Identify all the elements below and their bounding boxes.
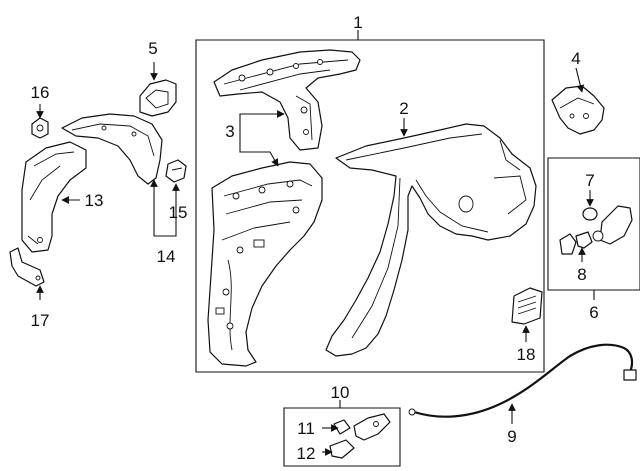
- nut-part: [31, 104, 49, 139]
- callout-12: 12: [297, 444, 316, 463]
- wheelhouse-inner-part: [207, 161, 323, 367]
- fuel-door-cap-part: [582, 190, 598, 221]
- callout-18: 18: [517, 345, 536, 364]
- callout-11: 11: [297, 419, 315, 438]
- callout-3-leaders: [239, 110, 285, 167]
- callout-16: 16: [31, 83, 50, 102]
- release-lever-part: [322, 439, 355, 459]
- clip-part: [165, 159, 187, 183]
- fuel-door-spring-part: [559, 231, 593, 262]
- fuel-housing-part: [139, 62, 177, 117]
- splash-liner-upper-part: [61, 113, 180, 237]
- callout-4: 4: [571, 49, 580, 68]
- bracket-part: [9, 247, 45, 300]
- callout-10: 10: [331, 383, 350, 402]
- callout-6: 6: [589, 303, 598, 322]
- quarter-panel-part: [325, 123, 537, 357]
- release-cable-part: [408, 343, 637, 424]
- callout-1: 1: [353, 13, 362, 32]
- callout-15: 15: [169, 203, 188, 222]
- wheel-liner-part: [21, 141, 87, 253]
- main-assembly-box: [195, 30, 545, 373]
- callout-14: 14: [157, 247, 176, 266]
- callout-13: 13: [85, 191, 104, 210]
- callout-3: 3: [225, 122, 234, 141]
- vent-part: [511, 287, 543, 342]
- callout-2: 2: [399, 99, 408, 118]
- callout-5: 5: [148, 39, 157, 58]
- callout-17: 17: [31, 311, 50, 330]
- quarter-inner-upper-part: [213, 49, 361, 151]
- callout-9: 9: [507, 427, 516, 446]
- callout-7: 7: [585, 171, 594, 190]
- fuel-door-box: [547, 157, 640, 300]
- fuel-door-part: [592, 205, 633, 245]
- extension-bracket-part: [551, 67, 605, 135]
- release-handle-part: [322, 413, 391, 441]
- callout-8: 8: [577, 265, 586, 284]
- callout-labels: 1 2 3 4 5 6 7 8 9 10 11 12 13 14 15 16 1…: [31, 13, 599, 463]
- release-handle-box: [283, 400, 401, 467]
